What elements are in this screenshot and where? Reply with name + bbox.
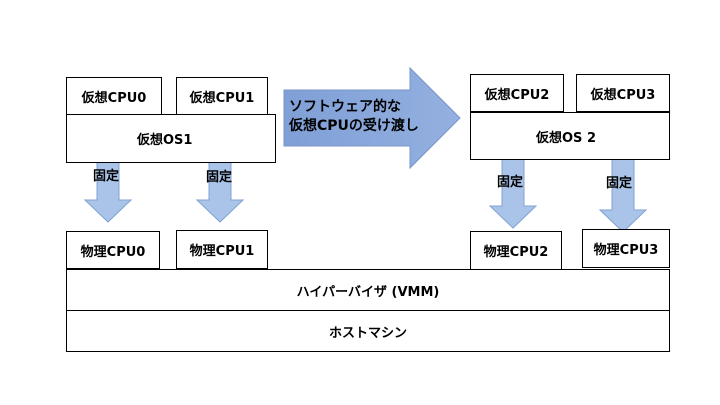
vcpu-2-box: 仮想CPU2 — [470, 74, 564, 112]
software-transfer-line-1: ソフトウェア的な — [289, 99, 401, 115]
vcpu-1-box: 仮想CPU1 — [176, 77, 268, 115]
pcpu-3-box: 物理CPU3 — [582, 229, 670, 268]
pcpu-1-box: 物理CPU1 — [176, 230, 268, 269]
host-machine-layer: ホストマシン — [66, 310, 670, 352]
pcpu-0-box: 物理CPU0 — [66, 231, 160, 269]
guest-os-2-label: 仮想OS 2 — [536, 131, 596, 146]
pin-label-right-0: 固定 — [497, 175, 524, 190]
guest-os-1-label: 仮想OS1 — [137, 133, 193, 148]
pin-label-left-0: 固定 — [93, 169, 120, 184]
software-transfer-label: ソフトウェア的な 仮想CPUの受け渡し — [289, 98, 419, 136]
pin-label-right-1: 固定 — [606, 176, 633, 191]
software-transfer-line-2: 仮想CPUの受け渡し — [289, 118, 419, 134]
guest-os-2-box — [470, 112, 670, 160]
pcpu-2-box: 物理CPU2 — [470, 231, 562, 270]
guest-os-1-box — [66, 114, 276, 163]
hypervisor-layer: ハイパーバイザ (VMM) — [66, 269, 670, 311]
vcpu-3-box: 仮想CPU3 — [576, 74, 670, 112]
vcpu-0-box: 仮想CPU0 — [66, 77, 162, 115]
pin-label-left-1: 固定 — [206, 170, 233, 185]
